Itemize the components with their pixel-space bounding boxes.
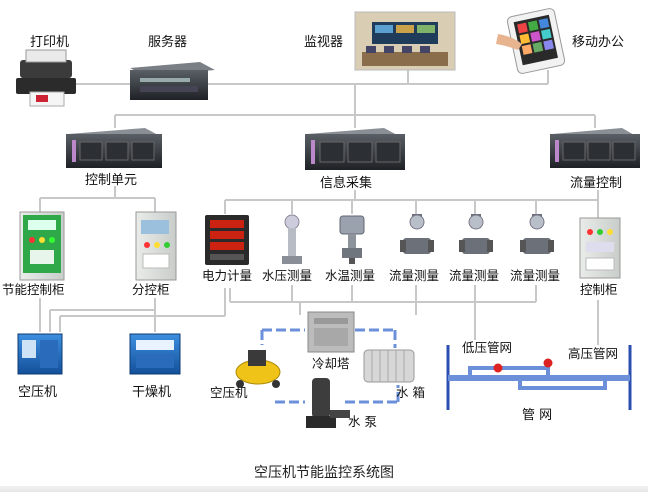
flow-sensor-1-icon [400, 214, 434, 254]
footer-bar [0, 486, 648, 492]
water-tank-label: 水 箱 [396, 385, 425, 400]
monitor-room-icon [354, 11, 456, 71]
flow-sensor-3-icon [520, 214, 554, 254]
control-cabinet-label: 控制柜 [580, 282, 618, 297]
water-pipes [260, 328, 400, 404]
low-pressure-label: 低压管网 [462, 340, 513, 355]
energy-cabinet-icon [19, 211, 65, 281]
high-pressure-label: 高压管网 [568, 346, 619, 361]
water-tank-icon [363, 349, 415, 383]
sub-cabinet-label: 分控柜 [132, 282, 170, 297]
sub-cabinet-icon [135, 211, 177, 281]
cooling-tower-icon [307, 311, 355, 353]
server-control-unit-icon [66, 128, 162, 168]
water-pump-icon [306, 378, 350, 428]
compressor-label: 空压机 [18, 385, 58, 400]
mobile-office-label: 移动办公 [572, 35, 625, 50]
diagram-title: 空压机节能监控系统图 [254, 465, 394, 481]
flow-control-label: 流量控制 [570, 176, 623, 191]
compressor2-icon [235, 350, 281, 388]
server-info-collect-icon [305, 128, 405, 170]
water-temp-label: 水温测量 [325, 268, 376, 283]
printer-icon [16, 49, 76, 107]
water-pressure-sensor-icon [282, 214, 302, 264]
pipe-network-label: 管 网 [522, 408, 553, 423]
dryer-label: 干燥机 [132, 385, 172, 400]
control-unit-label: 控制单元 [85, 173, 138, 188]
cooling-tower-label: 冷却塔 [312, 356, 350, 371]
pipe-network-graphic [446, 345, 632, 410]
energy-cabinet-label: 节能控制柜 [2, 282, 65, 297]
power-meter-icon [205, 215, 249, 265]
compressor-icon [17, 333, 63, 375]
network-lines [39, 70, 599, 345]
server-flow-control-icon [550, 128, 640, 168]
water-pressure-label: 水压测量 [262, 268, 313, 283]
tablet-icon [496, 8, 566, 74]
water-pump-label: 水 泵 [348, 414, 377, 429]
compressor2-label: 空压机 [210, 385, 248, 400]
power-meter-label: 电力计量 [202, 268, 253, 283]
water-temp-sensor-icon [339, 215, 365, 264]
flow-measure-3-label: 流量测量 [510, 268, 561, 283]
printer-label: 打印机 [30, 35, 70, 50]
server-top-icon [130, 62, 215, 100]
control-cabinet-icon [579, 217, 621, 279]
info-collect-label: 信息采集 [320, 176, 373, 191]
dryer-icon [129, 333, 181, 375]
server-label: 服务器 [148, 35, 188, 50]
flow-measure-1-label: 流量测量 [389, 268, 440, 283]
flow-sensor-2-icon [459, 214, 493, 254]
monitor-label: 监视器 [304, 35, 344, 50]
flow-measure-2-label: 流量测量 [449, 268, 500, 283]
